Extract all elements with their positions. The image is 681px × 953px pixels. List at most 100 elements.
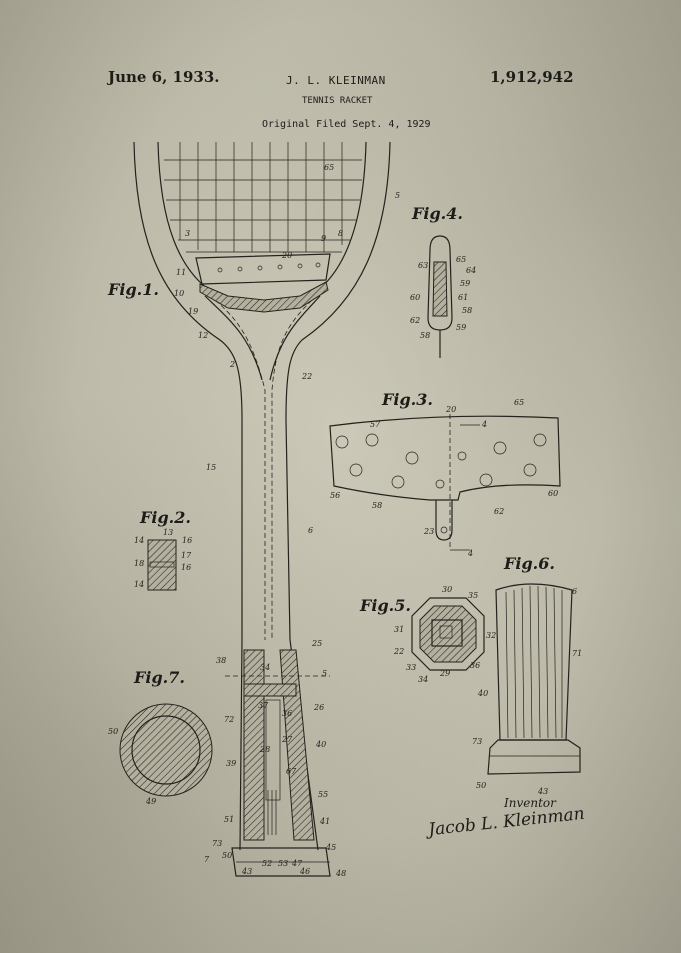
fig4-ref-numeral: 61 xyxy=(458,293,468,302)
fig4-ref-numeral: 63 xyxy=(418,261,428,270)
fig1-ref-numeral: 11 xyxy=(176,268,186,277)
patent-number: 1,912,942 xyxy=(490,68,574,86)
fig4-ref-numeral: 60 xyxy=(410,293,420,302)
fig1-ref-numeral: 26 xyxy=(313,703,324,712)
fig2-ref-numeral: 14 xyxy=(134,536,144,545)
fig7-ref-numeral: 49 xyxy=(145,797,156,806)
fig1-ref-numeral: 6 xyxy=(308,526,313,535)
fig1-ref-numeral: 45 xyxy=(325,843,336,852)
fig1-ref-numeral: 55 xyxy=(318,790,328,799)
fig3-drawing xyxy=(329,414,561,551)
fig6-ref-numeral: 40 xyxy=(477,689,488,698)
fig1-ref-numeral: 19 xyxy=(188,307,198,316)
fig7-label: Fig.7. xyxy=(134,668,185,687)
fig2-ref-numeral: 13 xyxy=(163,528,173,537)
fig4-drawing xyxy=(427,235,453,358)
fig6-ref-numeral: 50 xyxy=(476,781,486,790)
fig1-ref-numeral: 28 xyxy=(259,745,270,754)
fig3-ref-numeral: 65 xyxy=(514,398,524,407)
fig1-ref-numeral: 9 xyxy=(321,234,326,243)
fig1-ref-numeral: 12 xyxy=(198,331,208,340)
fig5-ref-numeral: 34 xyxy=(418,675,428,684)
fig7-drawing xyxy=(119,703,213,797)
fig1-ref-numeral: 48 xyxy=(335,869,346,878)
fig1-ref-numeral: 34 xyxy=(260,663,270,672)
fig1-ref-numeral: 52 xyxy=(262,859,272,868)
fig2-ref-numeral: 17 xyxy=(181,551,192,560)
fig4-ref-numeral: 64 xyxy=(466,266,476,275)
fig1-ref-numeral: 7 xyxy=(204,855,210,864)
fig3-ref-numeral: 4 xyxy=(467,549,473,558)
fig1-ref-numeral: 51 xyxy=(224,815,234,824)
fig5-ref-numeral: 33 xyxy=(406,663,416,672)
fig1-ref-numeral: 27 xyxy=(281,735,293,744)
fig1-label: Fig.1. xyxy=(108,280,159,299)
fig1-racket-drawing xyxy=(133,141,391,877)
fig5-ref-numeral: 35 xyxy=(468,591,478,600)
fig2-drawing xyxy=(147,539,177,591)
fig1-ref-numeral: 20 xyxy=(281,251,292,260)
fig5-ref-numeral: 32 xyxy=(486,631,496,640)
fig3-label: Fig.3. xyxy=(382,390,433,409)
inventor-name: J. L. KLEINMAN xyxy=(286,74,386,87)
filed-date: Original Filed Sept. 4, 1929 xyxy=(262,119,431,130)
fig6-ref-numeral: 6 xyxy=(572,587,577,596)
fig5-label: Fig.5. xyxy=(360,596,411,615)
fig5-ref-numeral: 36 xyxy=(470,661,480,670)
fig3-ref-numeral: 58 xyxy=(372,501,382,510)
fig3-ref-numeral: 23 xyxy=(423,527,434,536)
fig5-ref-numeral: 31 xyxy=(394,625,404,634)
fig5-ref-numeral: 29 xyxy=(439,669,450,678)
fig3-ref-numeral: 4 xyxy=(481,420,487,429)
fig1-ref-numeral: 22 xyxy=(301,372,312,381)
fig4-ref-numeral: 59 xyxy=(456,323,466,332)
fig1-ref-numeral: 5 xyxy=(322,669,327,678)
fig3-ref-numeral: 20 xyxy=(445,405,456,414)
fig1-ref-numeral: 8 xyxy=(338,229,343,238)
fig1-ref-numeral: 73 xyxy=(212,839,222,848)
fig3-ref-numeral: 57 xyxy=(370,420,381,429)
fig3-ref-numeral: 56 xyxy=(330,491,340,500)
fig2-ref-numeral: 16 xyxy=(182,536,192,545)
fig4-ref-numeral: 58 xyxy=(420,331,430,340)
fig1-ref-numeral: 46 xyxy=(299,867,310,876)
fig4-ref-numeral: 65 xyxy=(456,255,466,264)
fig1-ref-numeral: 37 xyxy=(258,701,269,710)
fig5-drawing xyxy=(411,597,485,671)
fig4-ref-numeral: 59 xyxy=(460,279,470,288)
fig1-ref-numeral: 3 xyxy=(185,229,190,238)
fig1-ref-numeral: 39 xyxy=(226,759,236,768)
fig6-ref-numeral: 71 xyxy=(572,649,582,658)
patent-title: TENNIS RACKET xyxy=(302,96,373,106)
fig2-ref-numeral: 16 xyxy=(181,563,191,572)
fig3-ref-numeral: 62 xyxy=(494,507,504,516)
fig1-ref-numeral: 25 xyxy=(311,639,322,648)
patent-date: June 6, 1933. xyxy=(108,68,220,86)
fig7-ref-numeral: 50 xyxy=(108,727,118,736)
fig4-ref-numeral: 58 xyxy=(462,306,472,315)
fig1-ref-numeral: 50 xyxy=(222,851,232,860)
fig5-ref-numeral: 30 xyxy=(442,585,452,594)
fig1-ref-numeral: 5 xyxy=(395,191,400,200)
fig1-ref-numeral: 38 xyxy=(216,656,226,665)
fig1-ref-numeral: 53 xyxy=(278,859,288,868)
fig2-ref-numeral: 14 xyxy=(134,580,144,589)
fig1-ref-numeral: 15 xyxy=(206,463,216,472)
fig4-ref-numeral: 62 xyxy=(410,316,420,325)
fig1-ref-numeral: 36 xyxy=(282,709,292,718)
fig3-ref-numeral: 60 xyxy=(548,489,558,498)
fig6-ref-numeral: 43 xyxy=(537,787,548,796)
fig1-ref-numeral: 47 xyxy=(291,859,303,868)
fig2-label: Fig.2. xyxy=(140,508,191,527)
fig5-ref-numeral: 22 xyxy=(393,647,404,656)
fig6-label: Fig.6. xyxy=(504,554,555,573)
fig1-ref-numeral: 2 xyxy=(229,360,235,369)
fig1-ref-numeral: 65 xyxy=(324,163,334,172)
reference-numerals: 5398111019122065222156253834526373672282… xyxy=(108,163,582,878)
fig1-ref-numeral: 41 xyxy=(319,817,330,826)
fig2-ref-numeral: 18 xyxy=(134,559,144,568)
fig1-ref-numeral: 43 xyxy=(241,867,252,876)
fig1-ref-numeral: 72 xyxy=(224,715,234,724)
